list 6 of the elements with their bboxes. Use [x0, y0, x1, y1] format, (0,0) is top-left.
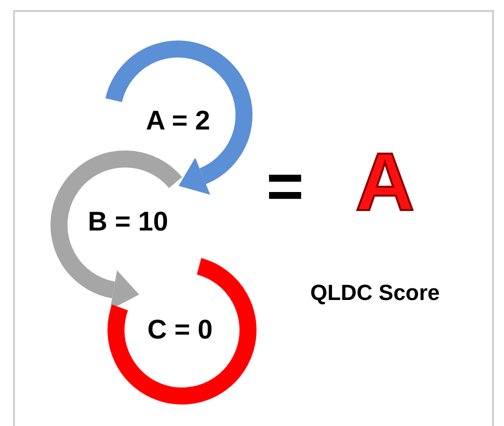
- equation-text: C = 0: [147, 314, 213, 346]
- equals-sign: =: [266, 149, 304, 223]
- score-caption: QLDC Score: [310, 280, 440, 306]
- equation-text: B = 10: [88, 206, 168, 238]
- equation-text: A = 2: [146, 106, 210, 136]
- grade-letter: A: [355, 136, 415, 230]
